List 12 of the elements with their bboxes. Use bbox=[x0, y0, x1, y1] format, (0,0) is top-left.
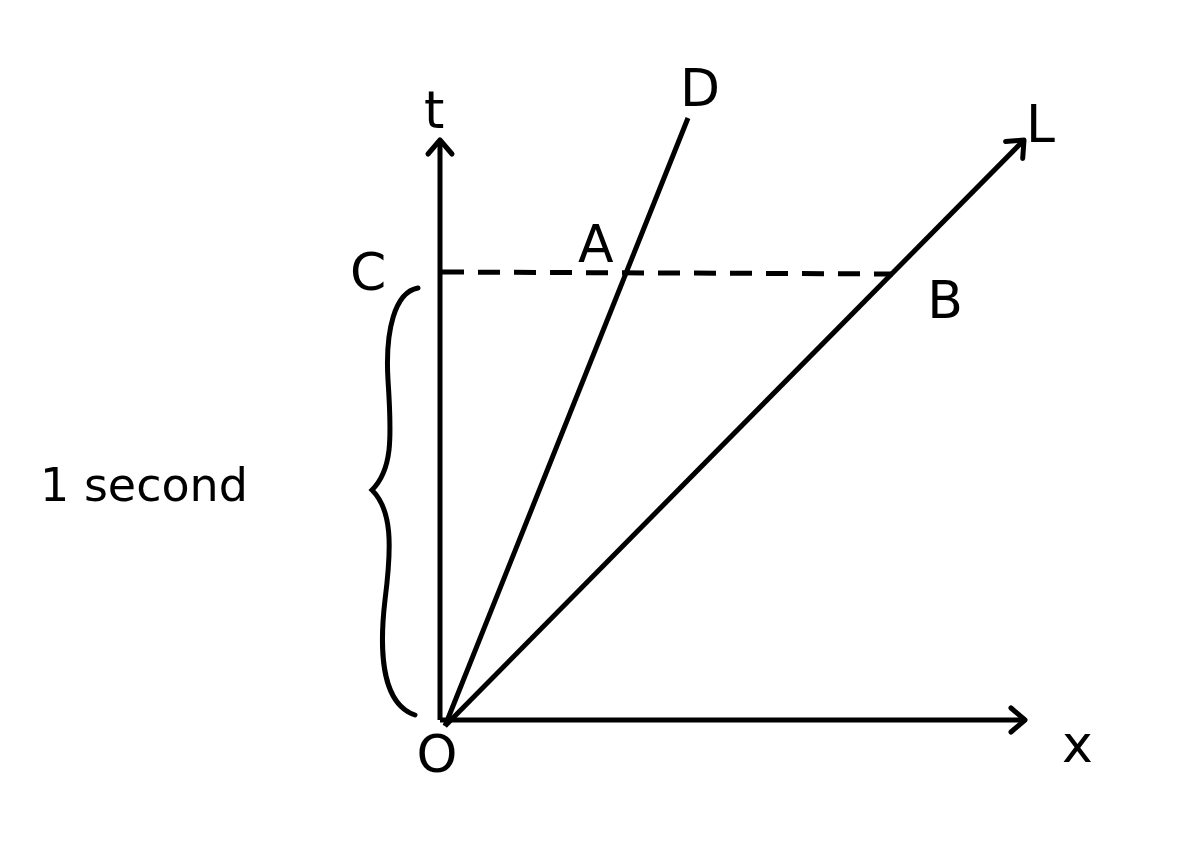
world-line bbox=[443, 137, 1027, 728]
point-label: L bbox=[1026, 98, 1082, 148]
point-label: O bbox=[412, 728, 462, 788]
axis-label: x bbox=[1062, 718, 1093, 770]
point-label: B bbox=[893, 274, 963, 330]
point-label: C bbox=[350, 246, 442, 298]
axis-label: t bbox=[424, 84, 445, 136]
point-label: D bbox=[680, 62, 730, 118]
point-label: A bbox=[578, 218, 614, 270]
world-line bbox=[442, 117, 691, 727]
duration-label: 1 second bbox=[40, 462, 248, 508]
dashed-line bbox=[442, 269, 893, 277]
